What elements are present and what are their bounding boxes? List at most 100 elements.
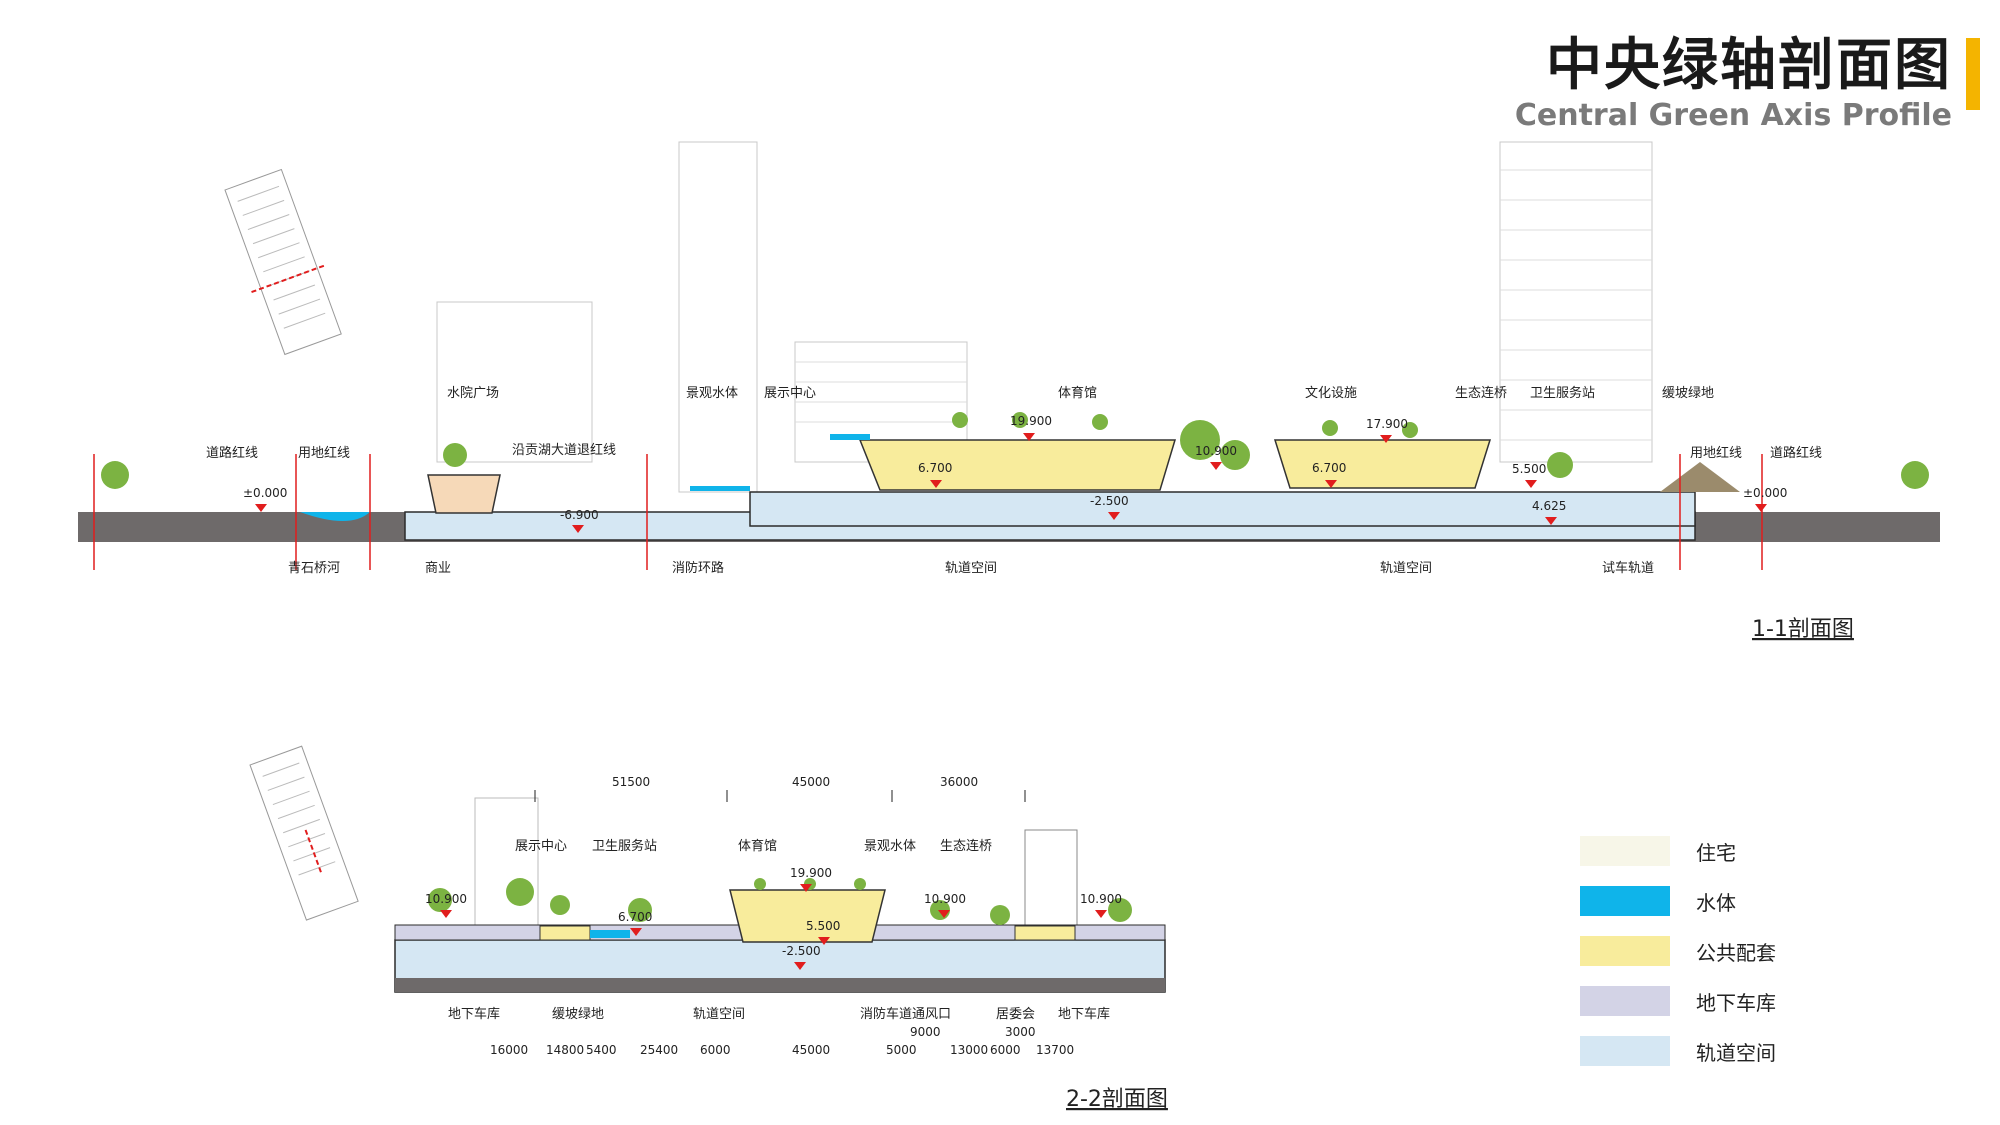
dim-bottom: 5000	[886, 1043, 917, 1057]
legend-label: 住宅	[1696, 840, 1736, 865]
slope-green	[1660, 462, 1740, 492]
label-test-track: 试车轨道	[1602, 560, 1654, 576]
water-court-volume	[427, 474, 501, 514]
dim-top: 51500	[612, 775, 650, 789]
dim-bottom: 5400	[586, 1043, 617, 1057]
dim-bottom: 6000	[700, 1043, 731, 1057]
elev-label: 10.900	[425, 892, 467, 906]
legend-swatch	[1580, 1036, 1670, 1066]
label-landscape-water-2: 景观水体	[864, 839, 916, 854]
legend-swatch	[1580, 836, 1670, 866]
label-committee: 居委会	[996, 1007, 1035, 1022]
label-health-station-2: 卫生服务站	[592, 838, 657, 854]
label-rail-space-2: 轨道空间	[693, 1007, 745, 1022]
legend: 住宅 水体 公共配套 地下车库 轨道空间	[1580, 826, 1776, 1076]
legend-label: 水体	[1696, 890, 1736, 915]
page-subtitle: Central Green Axis Profile	[1514, 98, 1952, 133]
river	[300, 512, 370, 521]
legend-item: 住宅	[1580, 826, 1776, 876]
elev-label: 19.900	[1010, 414, 1052, 428]
label-garage: 地下车库	[448, 1006, 500, 1022]
key-plan-2	[249, 745, 359, 921]
elev-label: 5.500	[806, 919, 840, 933]
label-river: 青石桥河	[288, 561, 340, 576]
title-accent-bar	[1966, 38, 1980, 110]
dim-bottom: 13000	[950, 1043, 988, 1057]
elev-label: -2.500	[1090, 494, 1129, 508]
elev-label: 10.900	[1080, 892, 1122, 906]
label-fire-loop: 消防环路	[672, 560, 724, 576]
label-water-court: 水院广场	[447, 386, 499, 401]
tower-outline	[1499, 141, 1653, 463]
legend-label: 轨道空间	[1696, 1040, 1776, 1065]
label-eco-bridge: 生态连桥	[1455, 385, 1507, 401]
legend-label: 公共配套	[1696, 940, 1776, 965]
label-eco-bridge-2: 生态连桥	[940, 838, 992, 854]
legend-label: 地下车库	[1696, 990, 1776, 1015]
section-2-2: 10.900 6.700 19.900 5.500 -2.500 10.900 …	[249, 745, 1168, 1112]
elev-label: 10.900	[1195, 444, 1237, 458]
dim-bottom: 6000	[990, 1043, 1021, 1057]
label-land-red-line: 用地红线	[298, 445, 350, 461]
label-fire-vent: 消防车道通风口	[860, 1006, 951, 1022]
dim-top: 45000	[792, 775, 830, 789]
stadium-volume-2	[729, 889, 886, 943]
label-exhibition-center-2: 展示中心	[515, 839, 567, 854]
label-exhibition-center: 展示中心	[764, 386, 816, 401]
elev-label: -6.900	[560, 508, 599, 522]
label-stadium: 体育馆	[1058, 385, 1097, 401]
label-road-red-line-right: 道路红线	[1770, 445, 1822, 461]
label-setback-line: 沿贡湖大道退红线	[512, 442, 616, 458]
legend-swatch	[1580, 886, 1670, 916]
ground-section-2	[395, 978, 1165, 992]
elev-label: ±0.000	[1743, 486, 1787, 500]
page-title: 中央绿轴剖面图	[1546, 33, 1952, 98]
landscape-water-2	[590, 930, 630, 938]
elev-label: 10.900	[924, 892, 966, 906]
legend-item: 轨道空间	[1580, 1026, 1776, 1076]
tower-outline	[436, 301, 593, 463]
legend-item: 水体	[1580, 876, 1776, 926]
label-culture-facility: 文化设施	[1305, 386, 1357, 401]
legend-item: 公共配套	[1580, 926, 1776, 976]
dim-bottom: 9000	[910, 1025, 941, 1039]
label-health-station: 卫生服务站	[1530, 385, 1595, 401]
label-landscape-water: 景观水体	[686, 386, 738, 401]
dim-top: 36000	[940, 775, 978, 789]
legend-item: 地下车库	[1580, 976, 1776, 1026]
stadium-volume	[858, 439, 1177, 491]
label-slope-green-2: 缓坡绿地	[552, 1007, 604, 1022]
tower-outline	[678, 141, 758, 493]
label-stadium-2: 体育馆	[738, 838, 777, 854]
culture-volume	[1273, 439, 1492, 489]
label-slope-green: 缓坡绿地	[1662, 386, 1714, 401]
label-rail-space: 轨道空间	[1380, 561, 1432, 576]
public-volume	[1014, 925, 1076, 941]
section-1-1: ±0.000 -6.900 19.900 6.700 10.900 -2.500…	[78, 141, 1940, 642]
section-1-title: 1-1剖面图	[1752, 617, 1854, 642]
dim-bottom: 45000	[792, 1043, 830, 1057]
elev-label: 4.625	[1532, 499, 1566, 513]
elev-label: ±0.000	[243, 486, 287, 500]
dim-bottom: 14800	[546, 1043, 584, 1057]
section-2-title: 2-2剖面图	[1066, 1087, 1168, 1112]
label-garage-2: 地下车库	[1058, 1006, 1110, 1022]
label-rail-space: 轨道空间	[945, 561, 997, 576]
dim-bottom: 13700	[1036, 1043, 1074, 1057]
elev-label: 6.700	[918, 461, 952, 475]
label-road-red-line: 道路红线	[206, 445, 258, 461]
dim-bottom: 16000	[490, 1043, 528, 1057]
label-land-red-line-right: 用地红线	[1690, 445, 1742, 461]
elev-label: 5.500	[1512, 462, 1546, 476]
elev-label: 6.700	[1312, 461, 1346, 475]
tower-outline	[474, 797, 539, 927]
legend-swatch	[1580, 986, 1670, 1016]
elev-label: 19.900	[790, 866, 832, 880]
dim-bottom: 25400	[640, 1043, 678, 1057]
public-volume	[539, 925, 591, 941]
landscape-water	[830, 434, 870, 440]
key-plan-1	[224, 168, 342, 356]
elev-label: 6.700	[618, 910, 652, 924]
title-block: 中央绿轴剖面图 Central Green Axis Profile	[1515, 34, 1952, 134]
